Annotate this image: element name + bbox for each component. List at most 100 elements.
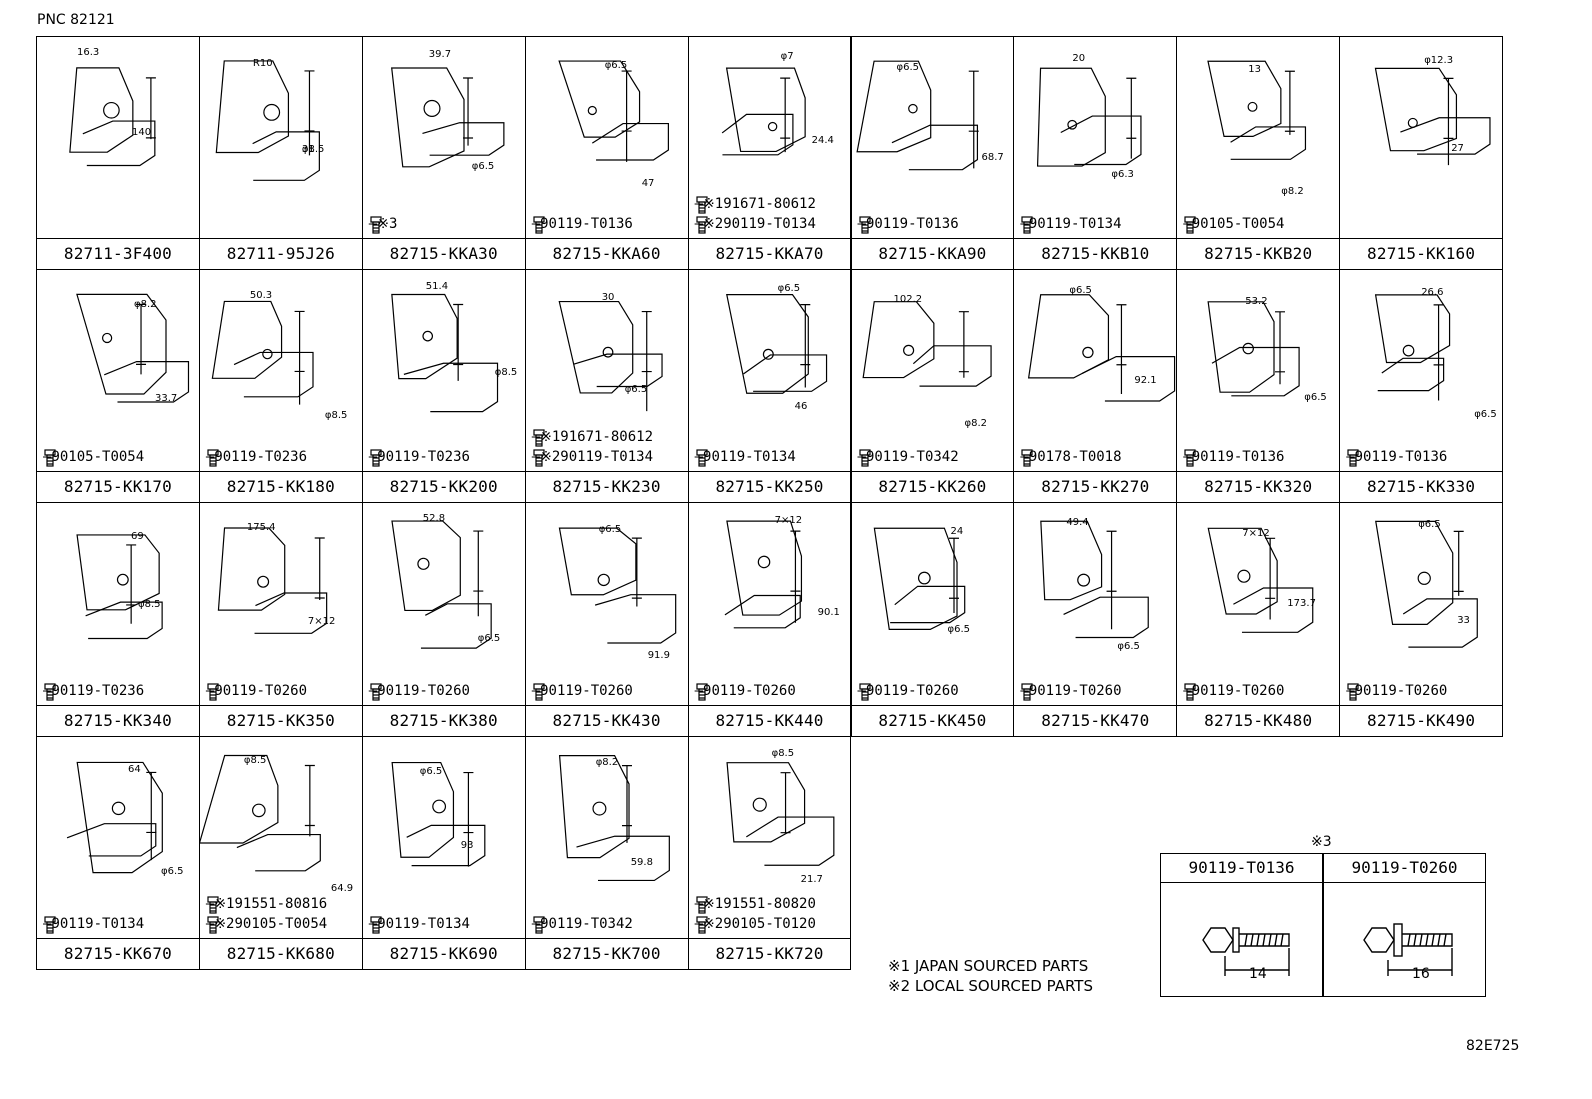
bolt-callout[interactable]: —90119-T0260	[1346, 683, 1447, 701]
part-number[interactable]: 82715-KK260	[851, 471, 1014, 502]
part-number[interactable]: 82715-KK720	[688, 937, 851, 969]
part-number[interactable]: 82715-KK350	[199, 704, 362, 736]
part-number[interactable]: 82715-KK690	[362, 937, 525, 969]
part-number[interactable]: 82715-KKA30	[362, 238, 525, 269]
part-number[interactable]: 82715-KKA60	[525, 238, 688, 269]
bolt-callout[interactable]: —90119-T0236	[206, 449, 307, 467]
part-number[interactable]: 82715-KK250	[688, 471, 851, 502]
part-number[interactable]: 82715-KK330	[1340, 471, 1503, 502]
part-drawing	[391, 520, 492, 650]
bolt-callout[interactable]: —90119-T0260	[1183, 682, 1285, 701]
bolt-callout[interactable]: —90119-T0136	[858, 216, 959, 234]
bolt-callout[interactable]: —※290105-T0054	[206, 916, 327, 934]
bolt-icon	[370, 916, 382, 934]
dimension-label: φ6.5	[1304, 392, 1327, 404]
dimension-label: 47	[641, 178, 655, 189]
bolt-callout[interactable]: —90119-T0342	[532, 915, 633, 934]
part-number[interactable]: 82715-KK230	[525, 471, 688, 502]
part-number[interactable]: 82715-KKA90	[851, 238, 1014, 269]
bolt-part-number: ※191551-80816	[214, 895, 328, 912]
bolt-table-part[interactable]: 90119-T0136	[1161, 854, 1322, 883]
part-number[interactable]: 82715-KK670	[37, 937, 199, 969]
bolt-part-number: ※191551-80820	[703, 895, 816, 912]
bolt-callout[interactable]: —90119-T0260	[369, 683, 470, 701]
bolt-callout[interactable]: —90119-T0136	[1346, 449, 1448, 467]
bolt-part-number: 90119-T0260	[1191, 682, 1285, 699]
bolt-callout[interactable]: —90119-T0136	[532, 216, 633, 234]
part-number[interactable]: 82715-KK470	[1014, 704, 1177, 736]
dimension-label: 20	[1072, 53, 1086, 64]
dimension-label: φ8.5	[771, 747, 795, 759]
part-number[interactable]: 82715-KKA70	[688, 238, 851, 269]
bolt-icon	[370, 449, 382, 467]
bolt-callout[interactable]: —90119-T0134	[695, 449, 796, 467]
bolt-callout[interactable]: —90119-T0136	[1183, 449, 1284, 467]
part-number[interactable]: 82715-KK680	[199, 937, 362, 969]
part-number[interactable]: 82715-KKB20	[1177, 238, 1340, 269]
part-number[interactable]: 82715-KKB10	[1014, 238, 1177, 269]
part-number[interactable]: 82715-KK270	[1014, 471, 1177, 502]
part-number[interactable]: 82715-KK450	[851, 704, 1014, 736]
bolt-callout[interactable]: —※191671-80612	[695, 196, 816, 214]
part-number[interactable]: 82715-KK490	[1340, 704, 1503, 736]
part-number[interactable]: 82715-KK700	[525, 937, 688, 969]
part-number[interactable]: 82715-KK380	[362, 704, 525, 736]
bolt-callout[interactable]: —90119-T0236	[369, 449, 470, 467]
part-number[interactable]: 82715-KK430	[525, 704, 688, 736]
bolt-callout[interactable]: —90119-T0134	[43, 916, 144, 934]
part-number[interactable]: 82715-KK180	[199, 471, 362, 502]
bolt-callout[interactable]: —90119-T0260	[532, 683, 633, 701]
bolt-callout[interactable]: —90119-T0236	[43, 683, 144, 701]
bolt-part-number: 90119-T0136	[1354, 449, 1448, 466]
bolt-callout[interactable]: —※3	[369, 216, 397, 234]
part-drawing	[558, 60, 669, 162]
bolt-part-number: 90119-T0342	[540, 915, 633, 932]
bolt-callout[interactable]: —※290119-T0134	[532, 449, 653, 467]
bolt-callout[interactable]: —90105-T0054	[43, 449, 144, 467]
part-number[interactable]: 82715-KK200	[362, 471, 525, 502]
part-number[interactable]: 82715-KK160	[1340, 238, 1503, 269]
part-number[interactable]: 82711-3F400	[37, 238, 199, 269]
dimension-label: 102.2	[893, 294, 923, 306]
bolt-callout[interactable]: —90105-T0054	[1183, 216, 1284, 234]
bolt-callout[interactable]: —※191551-80820	[695, 895, 816, 914]
bolt-callout[interactable]: —90178-T0018	[1020, 449, 1122, 467]
part-number[interactable]: 82715-KK340	[37, 704, 199, 736]
bolt-callout[interactable]: —90119-T0134	[1020, 216, 1122, 234]
dimension-label: φ8.2	[1281, 186, 1304, 197]
dimension-label: φ6.5	[896, 62, 920, 73]
bolt-icon	[533, 429, 545, 447]
dimension-label: φ8.2	[595, 756, 619, 768]
bolt-callout[interactable]: —※191671-80612	[532, 429, 653, 447]
bolt-callout[interactable]: —90119-T0260	[206, 683, 307, 701]
bolt-callout[interactable]: —90119-T0260	[1020, 683, 1122, 701]
bolt-icon	[207, 449, 219, 467]
part-drawing	[390, 67, 505, 168]
part-number[interactable]: 82711-95J26	[199, 238, 362, 269]
bolt-callout[interactable]: —90119-T0260	[695, 683, 796, 701]
part-number[interactable]: 82715-KK480	[1177, 704, 1340, 736]
dimension-label: 33.7	[155, 393, 178, 405]
part-drawing	[861, 301, 992, 387]
bolt-icon	[44, 449, 56, 467]
bolt-callout[interactable]: —90119-T0260	[858, 683, 959, 701]
part-number[interactable]: 82715-KK320	[1177, 471, 1340, 502]
part-drawing	[390, 294, 498, 413]
bolt-callout[interactable]: —90119-T0134	[369, 916, 470, 934]
dimension-label: φ7	[780, 51, 794, 62]
dimension-label: 140	[132, 127, 152, 138]
part-number[interactable]: 82715-KK440	[688, 704, 851, 736]
bolt-callout[interactable]: —※290105-T0120	[695, 916, 816, 934]
bolt-table-part[interactable]: 90119-T0260	[1324, 854, 1485, 883]
part-drawing	[721, 67, 806, 156]
part-number[interactable]: 82715-KK170	[37, 471, 199, 502]
bolt-callout[interactable]: —※191551-80816	[206, 895, 328, 914]
bolt-callout[interactable]: —90119-T0342	[858, 449, 959, 467]
bolt-callout[interactable]: —※290119-T0134	[695, 216, 816, 234]
